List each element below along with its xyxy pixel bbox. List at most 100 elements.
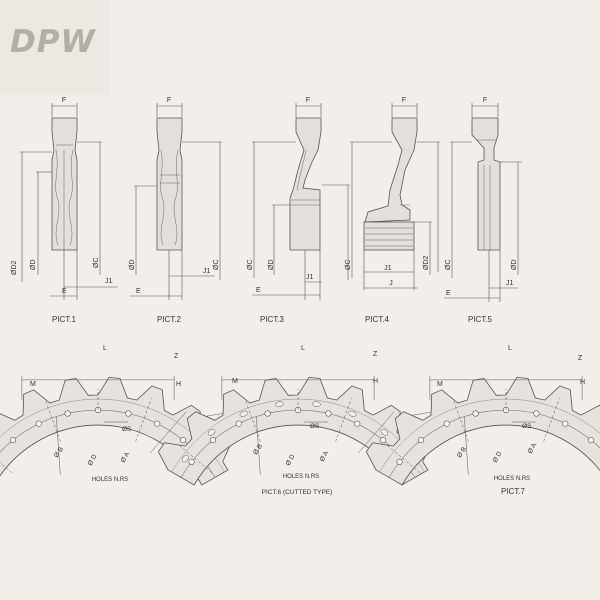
sprocket-segment-body xyxy=(365,376,600,486)
dim-label-b: Ø B xyxy=(53,446,65,459)
pict-3-caption: PICT.3 xyxy=(260,315,285,324)
logo-area: DPW xyxy=(0,0,110,95)
cutout-slot xyxy=(348,410,357,417)
dim-label-c: ØC xyxy=(345,260,352,271)
bolt-hole xyxy=(472,410,479,417)
pict-4-caption: PICT.4 xyxy=(365,315,390,324)
bolt-hole xyxy=(264,410,271,417)
dim-label-e: E xyxy=(446,290,451,297)
bolt-hole xyxy=(379,437,387,444)
dim-label-h: H xyxy=(373,378,378,385)
bolt-hole xyxy=(587,437,595,444)
dim-label-d: ØD xyxy=(129,260,136,271)
dim-label-h: H xyxy=(176,381,181,388)
dim-label-f: F xyxy=(402,97,406,104)
profile-pict-1: F ØD2 ØD ØC J1 E PICT.1 xyxy=(11,97,118,324)
dim-label-d: ØD xyxy=(268,260,275,271)
cutout-slot xyxy=(275,401,284,407)
dim-label-e: E xyxy=(136,288,141,295)
dim-label-a: Ø A xyxy=(120,451,132,464)
dim-label-z: Z xyxy=(373,351,378,358)
bolt-hole xyxy=(188,458,195,466)
dim-label-d: ØD xyxy=(30,260,37,271)
pict-2-caption: PICT.2 xyxy=(157,315,182,324)
bolt-hole xyxy=(533,410,540,417)
bolt-hole xyxy=(417,437,425,444)
dim-label-d: ØD xyxy=(511,260,518,271)
dim-label-d2: ØD2 xyxy=(11,261,18,276)
dim-label-j1: J1 xyxy=(506,280,514,287)
cutout-slot xyxy=(207,428,216,436)
bolt-hole xyxy=(154,420,161,427)
sprocket-profile-body xyxy=(289,117,322,251)
dim-label-l: L xyxy=(508,345,512,352)
dim-label-z: Z xyxy=(174,353,179,360)
bolt-hole xyxy=(64,410,71,417)
dim-label-m: M xyxy=(437,381,443,388)
dim-label-c: ØC xyxy=(247,260,254,271)
dim-label-f: F xyxy=(167,97,171,104)
cutout-slot xyxy=(380,428,389,436)
bolt-hole xyxy=(396,458,403,466)
dim-label-j: J xyxy=(389,280,393,287)
dim-label-f: F xyxy=(62,97,66,104)
holes-label: HOLES N.RS xyxy=(92,477,128,483)
dim-label-m: M xyxy=(30,381,36,388)
dim-label-l: L xyxy=(301,345,305,352)
segment-1-labels: L Z M H ØS Ø B Ø D Ø A HOLES N.RS xyxy=(30,345,181,483)
bolt-hole xyxy=(443,420,450,427)
pict-1-caption: PICT.1 xyxy=(52,315,77,324)
dim-label-d: Ø D xyxy=(87,453,99,467)
cutout-slot xyxy=(181,454,189,463)
bolt-hole xyxy=(562,420,569,427)
dim-label-c: ØC xyxy=(213,260,220,271)
dim-label-j1: J1 xyxy=(105,278,113,285)
bolt-hole xyxy=(209,437,217,444)
profile-pict-5: F ØC ØD J1 E PICT.5 xyxy=(444,97,522,324)
dim-label-j1: J1 xyxy=(203,268,211,275)
dim-label-d: Ø D xyxy=(285,453,297,467)
bolt-hole xyxy=(354,420,361,427)
pict-6-caption: PICT.6 (CUTTED TYPE) xyxy=(262,489,333,496)
dim-label-c: ØC xyxy=(93,258,100,269)
pict-5-caption: PICT.5 xyxy=(468,315,493,324)
dim-label-s: ØS xyxy=(522,423,532,430)
bolt-hole xyxy=(235,420,242,427)
profile-pict-2: F ØD ØC J1 E PICT.2 xyxy=(129,97,222,324)
profile-pict-3: F ØC ØD J1 E PICT.3 xyxy=(247,97,350,324)
dim-label-c: ØC xyxy=(445,260,452,271)
dim-label-f: F xyxy=(306,97,310,104)
dim-label-h: H xyxy=(580,379,585,386)
holes-label: HOLES N.RS xyxy=(494,476,530,482)
dim-label-e: E xyxy=(62,288,67,295)
brand-logo: DPW xyxy=(10,24,96,60)
dim-label-l: L xyxy=(103,345,107,352)
sprocket-profile-body xyxy=(364,117,418,223)
holes-label: HOLES N.RS xyxy=(283,474,319,480)
dim-label-a: Ø A xyxy=(319,450,331,463)
bolt-hole xyxy=(325,410,332,417)
dim-label-d2: ØD2 xyxy=(423,256,430,271)
bolt-hole xyxy=(9,437,17,444)
dim-label-f: F xyxy=(483,97,487,104)
cutout-slot xyxy=(312,401,321,407)
sprocket-profile-body xyxy=(471,117,501,251)
dim-label-j1: J1 xyxy=(306,274,314,281)
dim-label-s: ØS xyxy=(310,423,320,430)
dim-label-j1: J1 xyxy=(384,265,392,272)
bolt-hole xyxy=(35,420,42,427)
hub-flange xyxy=(363,221,415,251)
bolt-hole xyxy=(179,437,187,444)
dim-label-s: ØS xyxy=(122,426,132,433)
pict-7-caption: PICT.7 xyxy=(501,487,526,496)
profile-pict-4: F ØC ØD2 J1 J PICT.4 xyxy=(345,97,440,324)
dim-label-b: Ø B xyxy=(252,443,264,456)
dim-label-e: E xyxy=(256,287,261,294)
dim-label-a: Ø A xyxy=(527,442,539,455)
dim-label-z: Z xyxy=(578,355,583,362)
dim-label-d: Ø D xyxy=(492,450,504,464)
cutout-slot xyxy=(239,410,248,417)
segment-view-pict-7 xyxy=(358,375,600,486)
dim-label-m: M xyxy=(232,378,238,385)
